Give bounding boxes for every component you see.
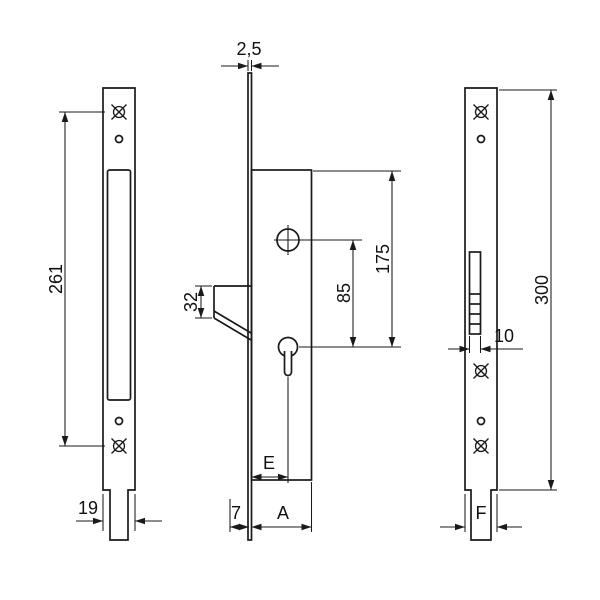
dim-label-85: 85 (334, 283, 354, 303)
dim-label-10: 10 (494, 326, 514, 346)
hook-diagonal (213, 310, 252, 334)
dim-front-width: 19 (76, 494, 162, 531)
cylinder-hole-slot (283, 351, 293, 377)
dim-label-2-5: 2,5 (236, 39, 261, 59)
dim-label-A: A (277, 503, 289, 523)
dim-plate-thickness: 2,5 (221, 39, 279, 71)
faceplate-slot (106, 169, 132, 401)
rear-view (464, 87, 498, 541)
latch-section (468, 251, 482, 335)
dim-hook-offset: 7 (229, 499, 249, 532)
dim-hook-height: 32 (181, 285, 212, 319)
front-view (102, 87, 136, 541)
dim-label-300: 300 (532, 275, 552, 305)
dim-label-7: 7 (231, 503, 241, 523)
hook-bolt (213, 285, 252, 341)
screw-icon (472, 362, 490, 380)
screw-icon (110, 437, 128, 455)
latch-outline (468, 251, 482, 335)
dim-label-F: F (476, 503, 487, 523)
dim-label-32: 32 (181, 292, 201, 312)
dim-overall-height: 300 (499, 89, 557, 491)
mount-hole (476, 134, 486, 144)
dim-label-19: 19 (78, 498, 98, 518)
dim-label-175: 175 (373, 244, 393, 274)
lock-case (250, 169, 313, 481)
dim-rear-width: F (440, 494, 522, 532)
screw-icon (472, 103, 490, 121)
dim-case-height: 175 (313, 170, 401, 348)
screw-icon (472, 437, 490, 455)
rear-plate-outline (464, 87, 498, 541)
mount-hole (476, 416, 486, 426)
dim-label-261: 261 (46, 264, 66, 294)
dim-case-depth: A (251, 482, 313, 532)
mount-hole (114, 416, 124, 426)
dim-hole-spacing: 85 (274, 239, 362, 348)
faceplate-outline (102, 87, 136, 541)
screw-icon (110, 103, 128, 121)
dim-front-length: 261 (46, 111, 105, 447)
dim-backset: E (251, 377, 289, 483)
mount-hole (114, 134, 124, 144)
dim-label-E: E (263, 453, 275, 473)
hook-diagonal (213, 317, 252, 341)
dim-latch-width: 10 (448, 326, 523, 353)
